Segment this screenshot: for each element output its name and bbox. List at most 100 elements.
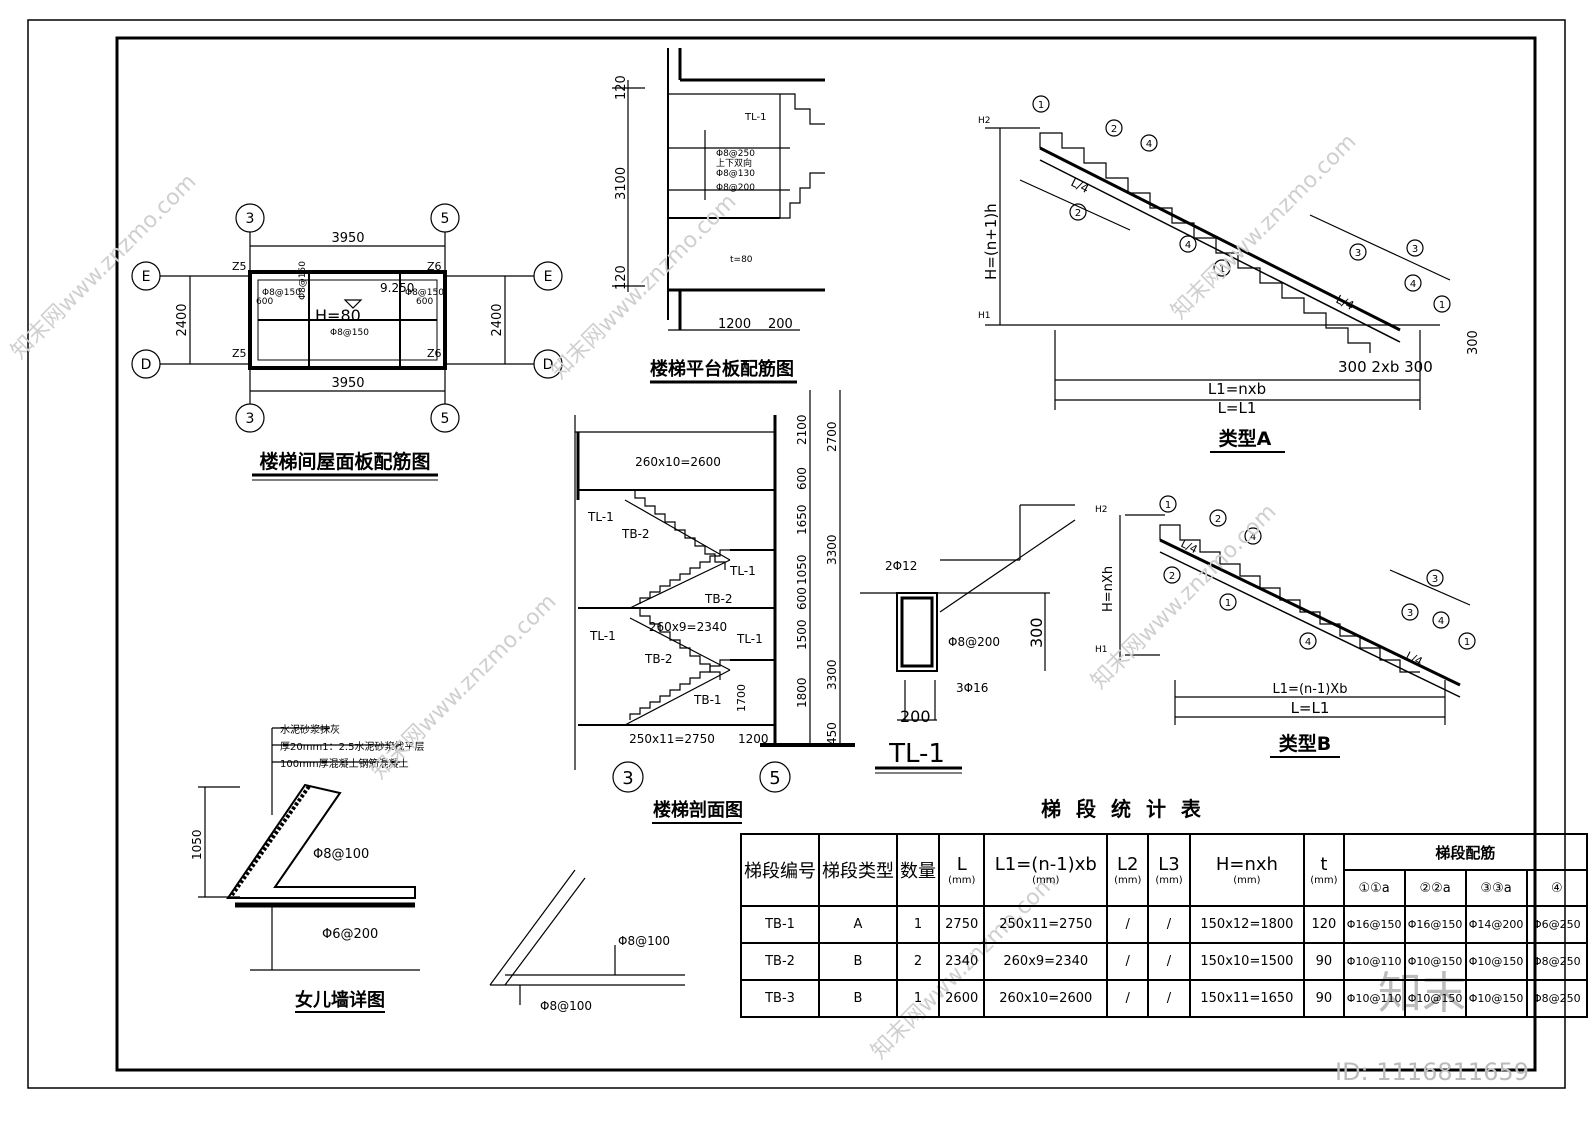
cell-qty: 2: [896, 942, 940, 981]
parapet-note-3: 100mm厚混凝土钢筋混凝土: [280, 757, 409, 770]
roof-rebar-3: Φ8@150: [330, 328, 369, 338]
axis-label-d-left: D: [141, 357, 152, 373]
tl1-stirrup: Φ8@200: [948, 635, 1000, 649]
tl1-height: 300: [1027, 617, 1046, 648]
cell-l1: 250x11=2750: [983, 905, 1109, 944]
stair-inner-1050: 1050: [795, 554, 809, 585]
landing-section: [612, 48, 825, 331]
tl1-top-rebar: 2Φ12: [885, 559, 917, 573]
col-header-l1-label: L1=(n-1)xb: [994, 854, 1097, 875]
cell-h: 150x11=1650: [1188, 979, 1306, 1018]
column-z5-bottom: Z5: [232, 347, 247, 360]
corner-detail: [489, 869, 685, 1005]
parapet-rebar-2: Φ6@200: [322, 927, 378, 942]
type-a-marker-3b: 3: [1412, 244, 1418, 255]
tl1-detail: [860, 504, 1076, 721]
cell-no: TB-3: [740, 979, 820, 1018]
type-b-marker-4c: 4: [1438, 616, 1444, 627]
type-b-marker-1c: 1: [1464, 637, 1470, 648]
type-a-marker-4b: 4: [1185, 240, 1191, 251]
col-header-h-label: H=nxh: [1215, 854, 1278, 875]
cell-t: 90: [1303, 942, 1345, 981]
col-header-no: 梯段编号: [740, 833, 820, 907]
stair-section: [574, 390, 855, 793]
col-header-l-label: L: [956, 854, 967, 875]
landing-dim-120-top: 120: [614, 75, 629, 100]
type-a-quarter-1: L/4: [1069, 175, 1092, 196]
cell-l3: /: [1147, 942, 1191, 981]
roof-dim-height-left: 2400: [175, 303, 190, 336]
stair-inner-1500: 1500: [795, 619, 809, 650]
landing-rebar-1: Φ8@250: [716, 149, 755, 159]
watermark-text: 知末网www.znzmo.com: [7, 169, 202, 364]
stair-axis-3: 3: [622, 768, 633, 789]
stair-outer-3300-a: 3300: [825, 534, 839, 565]
stair-dim-bottom-right: 1200: [738, 732, 769, 746]
type-a-marker-1c: 1: [1439, 300, 1445, 311]
landing-dim-120-bottom: 120: [614, 265, 629, 290]
landing-rebar-2: 上下双向: [716, 157, 752, 169]
type-b-h2: H2: [1095, 505, 1108, 515]
col-header-l2: L2(mm): [1106, 833, 1150, 907]
type-a-marker-4a: 4: [1146, 139, 1152, 150]
type-b-marker-4b: 4: [1305, 637, 1311, 648]
stair-segment-table: 梯段编号 梯段类型 数量 L(mm) L1=(n-1)xb(mm) L2(mm)…: [740, 833, 1588, 1018]
type-b-height: H=nXh: [1101, 566, 1116, 612]
watermark-id: ID: 1116811659: [1335, 1058, 1529, 1086]
type-b-diagram: [1119, 495, 1476, 725]
cell-r3: Φ10@150: [1464, 979, 1528, 1018]
cell-l3: /: [1147, 979, 1191, 1018]
corner-rebar-1: Φ8@100: [618, 934, 670, 948]
type-b-marker-1b: 1: [1225, 598, 1231, 609]
stair-dim-left-1700: 1700: [735, 684, 748, 712]
type-a-l1: L1=nxb: [1208, 380, 1266, 398]
unit-mm: (mm): [1032, 875, 1060, 886]
roof-dim-width-top: 3950: [331, 231, 364, 246]
parapet-detail: [198, 727, 420, 971]
stair-axis-5: 5: [769, 768, 780, 789]
cell-l2: /: [1106, 942, 1150, 981]
landing-thickness: t=80: [730, 255, 753, 265]
landing-rebar-4: Φ8@200: [716, 183, 755, 193]
parapet-title: 女儿墙详图: [295, 989, 385, 1011]
type-a-bottom-dims: 300 2xb 300: [1338, 358, 1433, 376]
corner-rebar-2: Φ8@100: [540, 999, 592, 1013]
tl1-title: TL-1: [888, 739, 945, 769]
axis-label-d-right: D: [543, 357, 554, 373]
cell-type: A: [818, 905, 898, 944]
stair-inner-1800: 1800: [795, 677, 809, 708]
stair-label-tl1-d: TL-1: [736, 632, 763, 646]
stair-outer-450: 450: [825, 722, 839, 745]
cell-qty: 1: [896, 905, 940, 944]
cell-l2: /: [1106, 979, 1150, 1018]
col-header-l3: L3(mm): [1147, 833, 1191, 907]
stair-dim-mid: 260x9=2340: [649, 620, 727, 634]
cell-l1: 260x9=2340: [983, 942, 1109, 981]
cell-r3: Φ14@200: [1464, 905, 1528, 944]
type-a-height: H=(n+1)h: [982, 203, 1000, 280]
column-z6-bottom: Z6: [427, 347, 442, 360]
roof-length-2: 600: [416, 297, 433, 307]
cell-l3: /: [1147, 905, 1191, 944]
landing-rebar-3: Φ8@130: [716, 169, 755, 179]
cell-r2: Φ10@150: [1403, 979, 1467, 1018]
stair-outer-3300-b: 3300: [825, 659, 839, 690]
cell-r4: Φ8@250: [1525, 942, 1588, 981]
table-row: TB-1 A 1 2750 250x11=2750 / / 150x12=180…: [740, 905, 1588, 944]
type-b-marker-2a: 2: [1215, 514, 1221, 525]
stair-dim-top: 260x10=2600: [635, 455, 721, 469]
cell-t: 90: [1303, 979, 1345, 1018]
landing-dim-3100: 3100: [614, 167, 629, 200]
parapet-rebar-1: Φ8@100: [313, 847, 369, 862]
type-a-marker-3a: 3: [1355, 248, 1361, 259]
watermark-text: 知末网www.znzmo.com: [547, 189, 742, 384]
cell-r2: Φ10@150: [1403, 942, 1467, 981]
table-title: 梯 段 统 计 表: [1041, 797, 1205, 821]
col-header-l1: L1=(n-1)xb(mm): [983, 833, 1109, 907]
roof-length-1: 600: [256, 297, 273, 307]
roof-rebar-2: Φ8@150: [405, 288, 444, 298]
cell-qty: 1: [896, 979, 940, 1018]
axis-label-3-top: 3: [246, 211, 255, 227]
stair-inner-600-a: 600: [795, 467, 809, 490]
